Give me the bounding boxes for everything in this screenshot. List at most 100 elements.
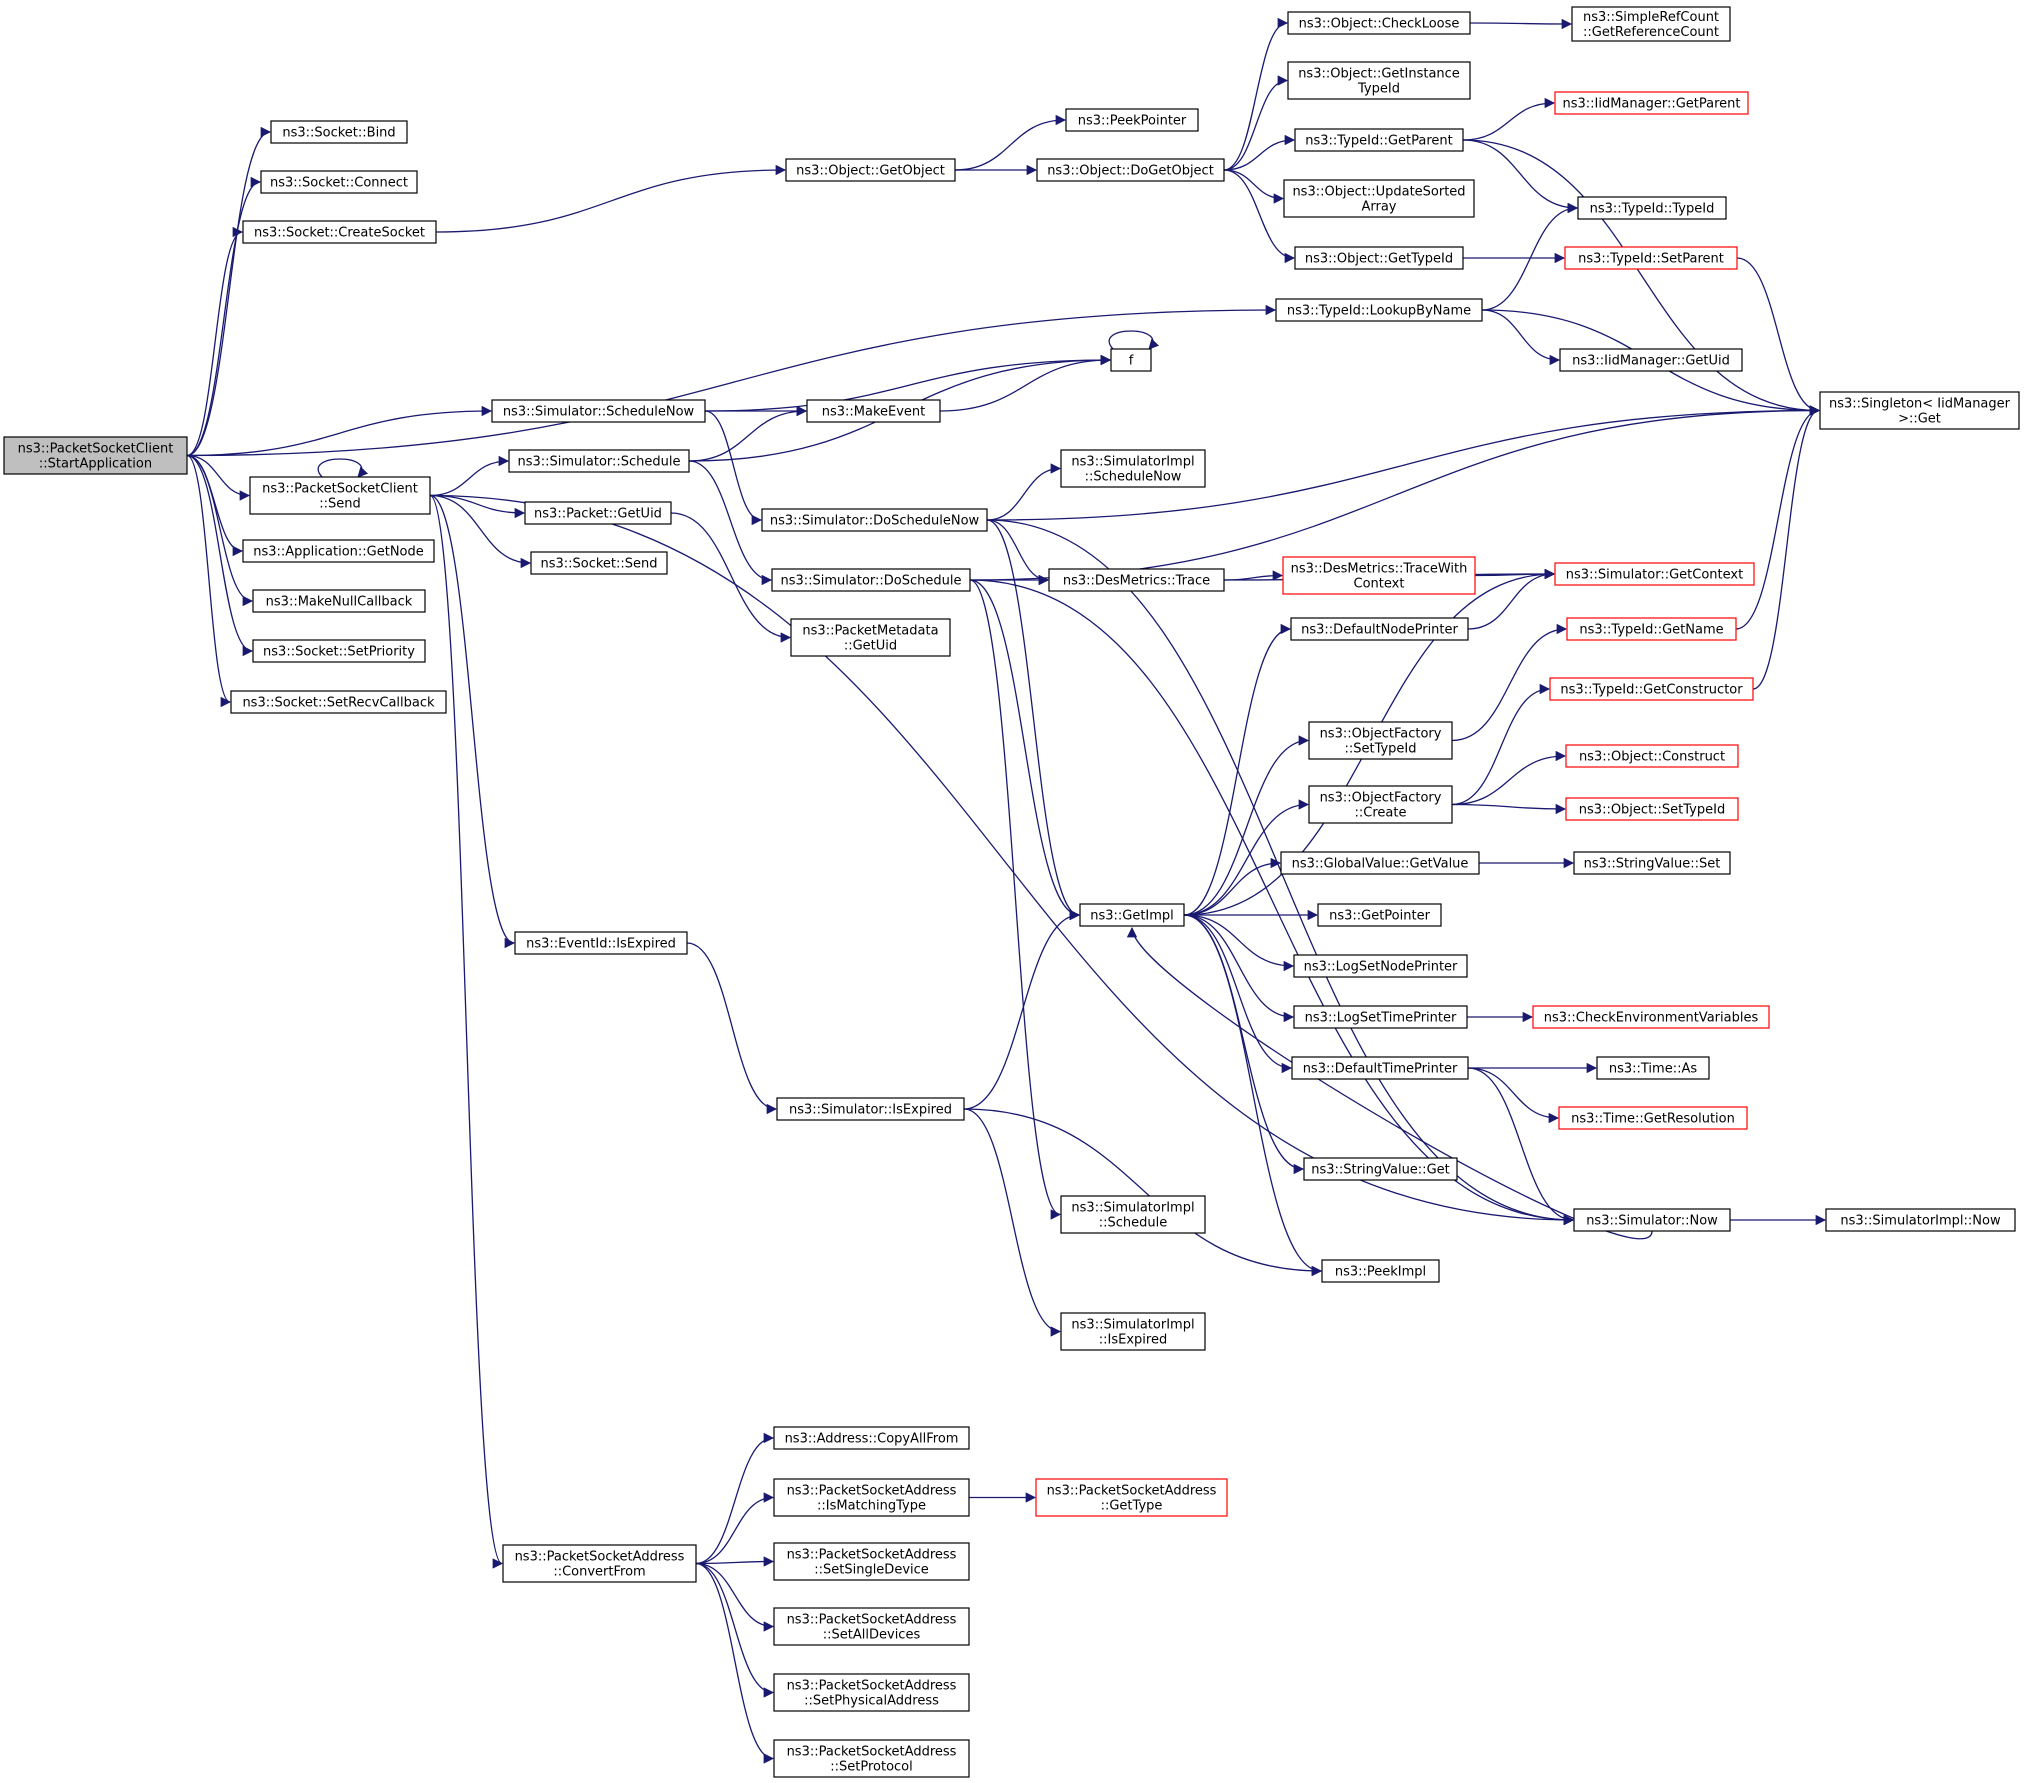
edge-convertfrom-to-ismatchingtype [695,1492,775,1565]
node-setphysaddr[interactable]: ns3::PacketSocketAddress::SetPhysicalAdd… [773,1673,970,1712]
node-defaultnodeprinter[interactable]: ns3::DefaultNodePrinter [1290,617,1469,641]
node-simimplschedulenow[interactable]: ns3::SimulatorImpl::ScheduleNow [1060,449,1206,488]
node-typeidgetparent[interactable]: ns3::TypeId::GetParent [1294,128,1464,152]
node-timeas[interactable]: ns3::Time::As [1596,1056,1710,1080]
node-label: ns3::PacketSocketAddress [787,1548,957,1563]
node-label: ::IsMatchingType [817,1499,926,1514]
node-dogetobject[interactable]: ns3::Object::DoGetObject [1036,158,1225,182]
node-copyallfrom[interactable]: ns3::Address::CopyAllFrom [773,1426,970,1450]
node-strvalget[interactable]: ns3::StringValue::Get [1303,1157,1458,1181]
node-getobject[interactable]: ns3::Object::GetObject [785,158,956,182]
node-singletonget[interactable]: ns3::Singleton< IidManager>::Get [1819,391,2020,430]
node-simimplisexpired[interactable]: ns3::SimulatorImpl::IsExpired [1060,1312,1206,1351]
node-label: ns3::Socket::Connect [270,176,408,191]
node-schedulenow[interactable]: ns3::Simulator::ScheduleNow [491,399,706,423]
node-label: ns3::ObjectFactory [1320,727,1442,742]
node-simimplschedule[interactable]: ns3::SimulatorImpl::Schedule [1060,1195,1206,1234]
node-getpointer[interactable]: ns3::GetPointer [1317,903,1442,927]
node-logsetnodeprinter[interactable]: ns3::LogSetNodePrinter [1293,954,1468,978]
node-lookupbyname[interactable]: ns3::TypeId::LookupByName [1275,298,1483,322]
node-label: ns3::PacketSocketClient [262,482,418,497]
node-logsettimeprinter[interactable]: ns3::LogSetTimePrinter [1293,1005,1468,1029]
node-doschedule[interactable]: ns3::Simulator::DoSchedule [771,568,971,592]
node-connect[interactable]: ns3::Socket::Connect [260,170,418,194]
node-setrecvcb[interactable]: ns3::Socket::SetRecvCallback [230,690,447,714]
node-getnode[interactable]: ns3::Application::GetNode [242,539,435,563]
node-checkenv[interactable]: ns3::CheckEnvironmentVariables [1532,1005,1770,1029]
node-packetgetuid[interactable]: ns3::Packet::GetUid [524,501,672,525]
node-simimplnow[interactable]: ns3::SimulatorImpl::Now [1825,1208,2016,1232]
node-setpriority[interactable]: ns3::Socket::SetPriority [252,639,426,663]
node-label: ::Schedule [1099,1216,1168,1231]
node-iidgetparent[interactable]: ns3::IidManager::GetParent [1554,91,1749,115]
edge-createsocket-to-getobject [435,164,787,233]
node-checkloose[interactable]: ns3::Object::CheckLoose [1287,11,1471,35]
node-send[interactable]: ns3::PacketSocketClient::Send [249,476,431,515]
node-peekimpl[interactable]: ns3::PeekImpl [1321,1259,1440,1283]
node-getimpl[interactable]: ns3::GetImpl [1079,903,1185,927]
node-f[interactable]: f [1110,348,1152,372]
edge-dogetobject-to-checkloose [1223,17,1289,171]
node-box [1110,348,1152,372]
node-defaulttimeprinter[interactable]: ns3::DefaultTimePrinter [1291,1056,1469,1080]
node-typeidtypeid[interactable]: ns3::TypeId::TypeId [1577,196,1727,220]
node-gvgetvalue[interactable]: ns3::GlobalValue::GetValue [1280,851,1480,875]
node-label: ns3::Simulator::Schedule [517,455,680,470]
node-schedule[interactable]: ns3::Simulator::Schedule [508,449,690,473]
node-bind[interactable]: ns3::Socket::Bind [270,120,408,144]
node-box [1554,91,1749,115]
node-setparent[interactable]: ns3::TypeId::SetParent [1564,246,1738,270]
edge-getimpl-to-strvalget [1183,914,1305,1175]
node-pktmetagetuid[interactable]: ns3::PacketMetadata::GetUid [790,618,951,657]
node-objgettypeid[interactable]: ns3::Object::GetTypeId [1294,246,1464,270]
node-makeevent[interactable]: ns3::MakeEvent [806,399,941,423]
node-setprotocol[interactable]: ns3::PacketSocketAddress::SetProtocol [773,1739,970,1778]
node-simnow[interactable]: ns3::Simulator::Now [1573,1208,1731,1232]
node-ofcreate[interactable]: ns3::ObjectFactory::Create [1308,785,1453,824]
node-getrefcount[interactable]: ns3::SimpleRefCount::GetReferenceCount [1571,6,1731,42]
node-box [1549,677,1754,701]
node-setsingledevice[interactable]: ns3::PacketSocketAddress::SetSingleDevic… [773,1542,970,1581]
node-convertfrom[interactable]: ns3::PacketSocketAddress::ConvertFrom [502,1544,697,1583]
edge-defaulttimeprinter-to-simnow [1467,1067,1575,1226]
node-start[interactable]: ns3::PacketSocketClient::StartApplicatio… [3,436,188,475]
node-getconstructor[interactable]: ns3::TypeId::GetConstructor [1549,677,1754,701]
node-doschedulenow[interactable]: ns3::Simulator::DoScheduleNow [761,508,988,532]
node-getname[interactable]: ns3::TypeId::GetName [1566,617,1737,641]
node-objsettypeid[interactable]: ns3::Object::SetTypeId [1565,797,1739,821]
node-simisexpired[interactable]: ns3::Simulator::IsExpired [776,1097,965,1121]
edge-getimpl-to-ofcreate [1183,799,1310,916]
node-label: ns3::SimulatorImpl [1071,1201,1194,1216]
node-box [242,539,435,563]
node-psagettype[interactable]: ns3::PacketSocketAddress::GetType [1035,1478,1228,1517]
node-iidgetuid[interactable]: ns3::IidManager::GetUid [1559,348,1743,372]
node-getresolution[interactable]: ns3::Time::GetResolution [1558,1106,1748,1130]
node-box [806,399,941,423]
edge-defaulttimeprinter-to-getresolution [1467,1067,1560,1124]
node-box [1283,179,1475,218]
node-socketsend[interactable]: ns3::Socket::Send [530,551,668,575]
node-createsocket[interactable]: ns3::Socket::CreateSocket [242,220,437,244]
node-objconstruct[interactable]: ns3::Object::Construct [1565,744,1739,768]
node-box [771,568,971,592]
edge-getimpl-to-gvgetvalue [1183,857,1282,916]
node-setalldevices[interactable]: ns3::PacketSocketAddress::SetAllDevices [773,1607,970,1646]
node-getcontext[interactable]: ns3::Simulator::GetContext [1554,562,1755,586]
node-label: ::ScheduleNow [1085,470,1182,485]
node-strvalset[interactable]: ns3::StringValue::Set [1573,851,1731,875]
node-ismatchingtype[interactable]: ns3::PacketSocketAddress::IsMatchingType [773,1478,970,1517]
node-eventisexpired[interactable]: ns3::EventId::IsExpired [514,931,688,955]
node-makenullcb[interactable]: ns3::MakeNullCallback [252,589,426,613]
node-peekpointer[interactable]: ns3::PeekPointer [1065,108,1199,132]
edge-doschedulenow-to-singletonget [986,405,1821,521]
edge-start-to-createsocket [186,226,244,457]
node-label: ns3::MakeEvent [822,405,926,420]
node-box [785,158,956,182]
edge-doschedulenow-to-trace [986,519,1050,586]
node-label: ns3::GetPointer [1329,909,1430,924]
node-trace[interactable]: ns3::DesMetrics::Trace [1048,568,1225,592]
node-ofsettypeid[interactable]: ns3::ObjectFactory::SetTypeId [1308,721,1453,760]
